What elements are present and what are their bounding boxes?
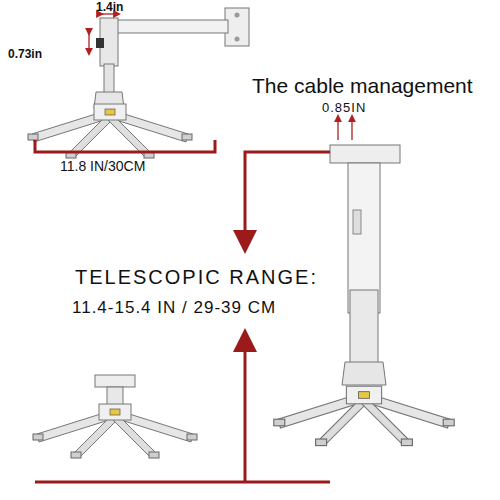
dimension-label: 0.73in (8, 47, 42, 61)
dimension-label: 0.85IN (322, 100, 366, 115)
feature-title: The cable management (252, 74, 473, 98)
dimension-label: 11.8 IN/30CM (60, 158, 145, 174)
dimension-label: 1.4in (96, 0, 123, 14)
range-value: 11.4-15.4 IN / 29-39 CM (72, 298, 276, 318)
range-heading: TELESCOPIC RANGE: (75, 266, 318, 289)
